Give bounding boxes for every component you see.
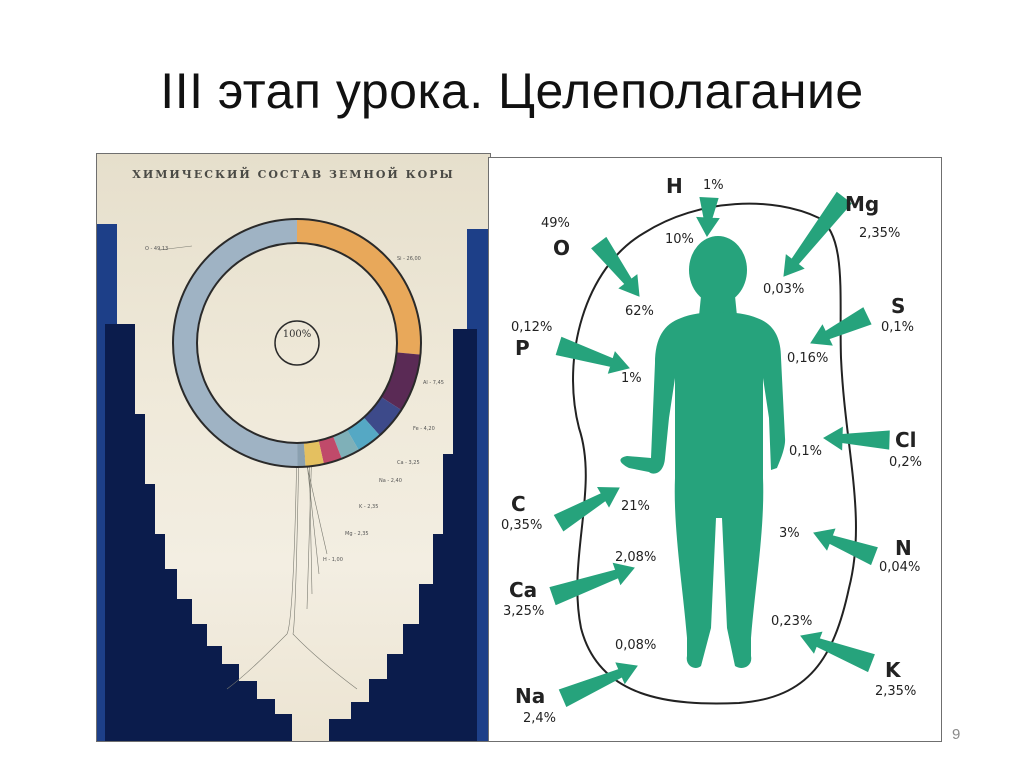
element-symbol-h: H [666,174,683,198]
ring-segment-0 [173,219,298,467]
body-pct-s: 0,16% [787,351,829,366]
arrow-na [558,662,638,707]
ring-segment-5 [333,429,359,459]
ring-segment-3 [363,397,402,436]
ring-segment-8 [297,442,306,467]
segment-label-mg: Mg - 2,35 [345,531,369,537]
earth-pct-k: 2,35% [875,684,917,699]
body-pct-o: 62% [625,304,654,319]
earth-pct-ca: 3,25% [503,604,545,619]
element-symbol-c: C [511,492,526,516]
arrow-mg [783,191,852,277]
body-pct-p: 1% [621,371,642,386]
body-pct-n: 3% [779,526,800,541]
body-pct-c: 21% [621,499,650,514]
earth-pct-h: 1% [703,178,724,193]
segment-label-ca: Ca - 3,25 [397,460,420,466]
arrow-k [800,631,875,673]
element-symbol-s: S [891,294,906,318]
ring-inner-border [196,242,398,444]
slide-title: III этап урока. Целеполагание [160,63,864,119]
segment-label-k: K - 2,35 [359,504,379,510]
body-pct-h: 10% [665,232,694,247]
arrow-n [813,528,878,566]
poster-title: ХИМИЧЕСКИЙ СОСТАВ ЗЕМНОЙ КОРЫ [132,168,455,181]
ring-segment-4 [346,417,380,451]
body-pct-k: 0,23% [771,614,813,629]
ring-segment-6 [318,436,342,465]
segment-label-na: Na - 2,40 [379,478,402,484]
segment-label-si: Si - 26,00 [397,256,421,262]
arrow-p [555,336,630,374]
segment-label-o: O - 49,13 [145,246,169,252]
body-pct-mg: 0,03% [763,282,805,297]
element-symbol-ca: Ca [509,578,538,602]
arrow-ca [549,562,635,606]
segment-label-al: Al - 7,45 [423,380,444,386]
arrow-c [553,487,620,532]
ring-segment-7 [303,440,324,467]
body-outline-oval [572,202,857,705]
crust-composition-photo: ХИМИЧЕСКИЙ СОСТАВ ЗЕМНОЙ КОРЫ 100% O - 4… [96,153,491,742]
human-silhouette [620,236,786,668]
earth-pct-o: 49% [541,216,570,231]
element-symbol-p: P [515,336,530,360]
body-pct-na: 0,08% [615,638,657,653]
arrow-cl [823,426,890,451]
ring-outer-border [172,218,422,468]
crust-poster-graphic [97,224,490,741]
earth-pct-p: 0,12% [511,320,553,335]
earth-pct-cl: 0,2% [889,455,923,470]
element-symbol-cl: Cl [895,428,917,452]
segment-label-fe: Fe - 4,20 [413,426,435,432]
right-stepped-bars [329,229,490,741]
body-composition-figure: H 1% 10% 49% O 62% Mg 2,35% 0,03% S 0,1%… [488,157,942,742]
ring-center-label: 100% [282,329,312,340]
ring-center-circle [274,320,320,366]
ring-segment-2 [381,352,421,411]
element-symbol-n: N [895,536,912,560]
body-graphic [549,191,890,707]
segment-label-h: H - 1,00 [323,557,343,563]
ring-segment-1 [297,219,422,355]
earth-pct-mg: 2,35% [859,226,901,241]
crust-ring-chart [172,218,422,468]
earth-pct-c: 0,35% [501,518,543,533]
arrow-h [696,196,720,237]
page-number: 9 [952,726,961,743]
element-symbol-mg: Mg [845,192,880,216]
earth-pct-na: 2,4% [523,711,557,726]
body-pct-cl: 0,1% [789,444,823,459]
earth-pct-s: 0,1% [881,320,915,335]
left-stepped-bars [97,224,292,741]
earth-pct-n: 0,04% [879,560,921,575]
arrow-s [810,307,872,346]
element-symbol-na: Na [515,684,546,708]
body-pct-ca: 2,08% [615,550,657,565]
element-symbol-o: O [553,236,571,260]
arrow-o [591,236,640,297]
element-symbol-k: K [885,658,901,682]
